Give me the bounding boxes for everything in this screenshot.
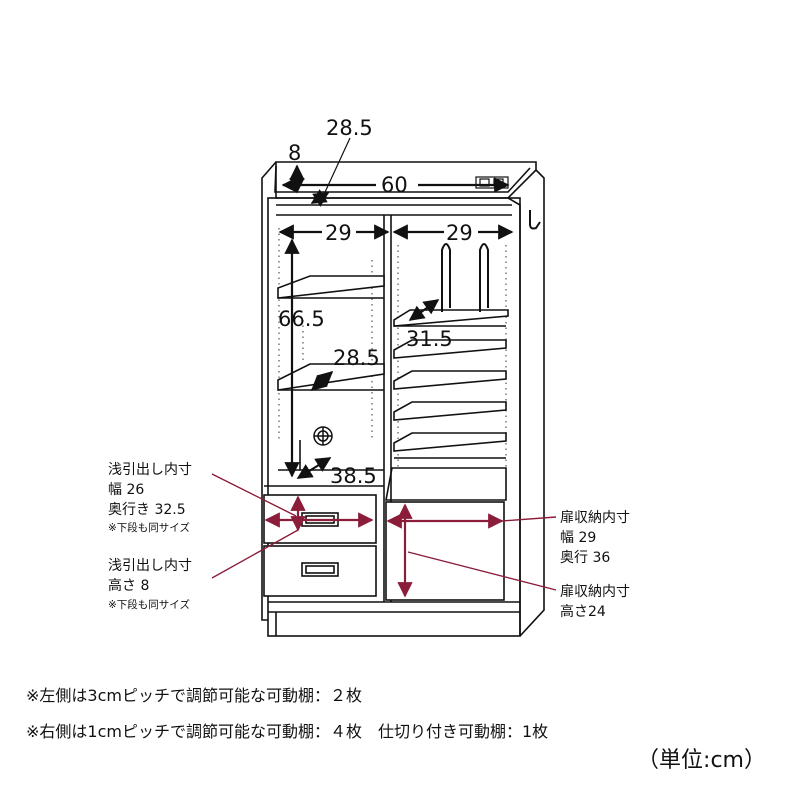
dim-top-height: 8	[288, 141, 301, 165]
dim-left-shelf-depth: 28.5	[333, 346, 380, 370]
drawer-height-note: ※下段も同サイズ	[108, 598, 190, 611]
drawer-inner-depth: 奥行き 32.5	[108, 501, 186, 518]
drawers	[263, 494, 377, 597]
dim-depth-top: 28.5	[326, 116, 373, 140]
drawer-inner-width: 幅 26	[108, 482, 144, 498]
dim-width: 60	[381, 173, 408, 197]
dim-left-height: 66.5	[278, 307, 325, 331]
hook-icon	[529, 210, 541, 230]
unit-label: （単位:cm）	[637, 748, 766, 773]
door-height-title: 扉収納内寸	[560, 584, 630, 600]
dim-right-width: 29	[446, 221, 473, 245]
dimension-arrows	[278, 137, 514, 479]
door-inner-depth: 奥行 36	[560, 549, 610, 566]
footnote-left-shelves: ※左側は3cmピッチで調節可能な可動棚：２枚	[26, 686, 362, 705]
door-inner-width: 幅 29	[560, 530, 596, 546]
cable-grommet-icon	[313, 426, 333, 446]
drawer-height-value: 高さ 8	[108, 577, 149, 594]
footnote-right-shelves: ※右側は1cmピッチで調節可能な可動棚：４枚 仕切り付き可動棚：1枚	[26, 722, 549, 741]
door-inner-title: 扉収納内寸	[560, 510, 630, 526]
dim-left-width: 29	[325, 221, 352, 245]
shelf-partition-rods	[441, 243, 489, 312]
power-outlet-icon	[475, 176, 509, 189]
drawer-inner-note: ※下段も同サイズ	[108, 521, 190, 534]
drawer-height-title: 浅引出し内寸	[108, 558, 192, 574]
dim-left-bottom-depth: 38.5	[330, 464, 377, 488]
door-height-value: 高さ24	[560, 603, 606, 620]
drawer-inner-title: 浅引出し内寸	[108, 462, 192, 478]
dim-right-shelf-depth: 31.5	[406, 327, 453, 351]
inner-dimension-arrows	[211, 473, 557, 598]
